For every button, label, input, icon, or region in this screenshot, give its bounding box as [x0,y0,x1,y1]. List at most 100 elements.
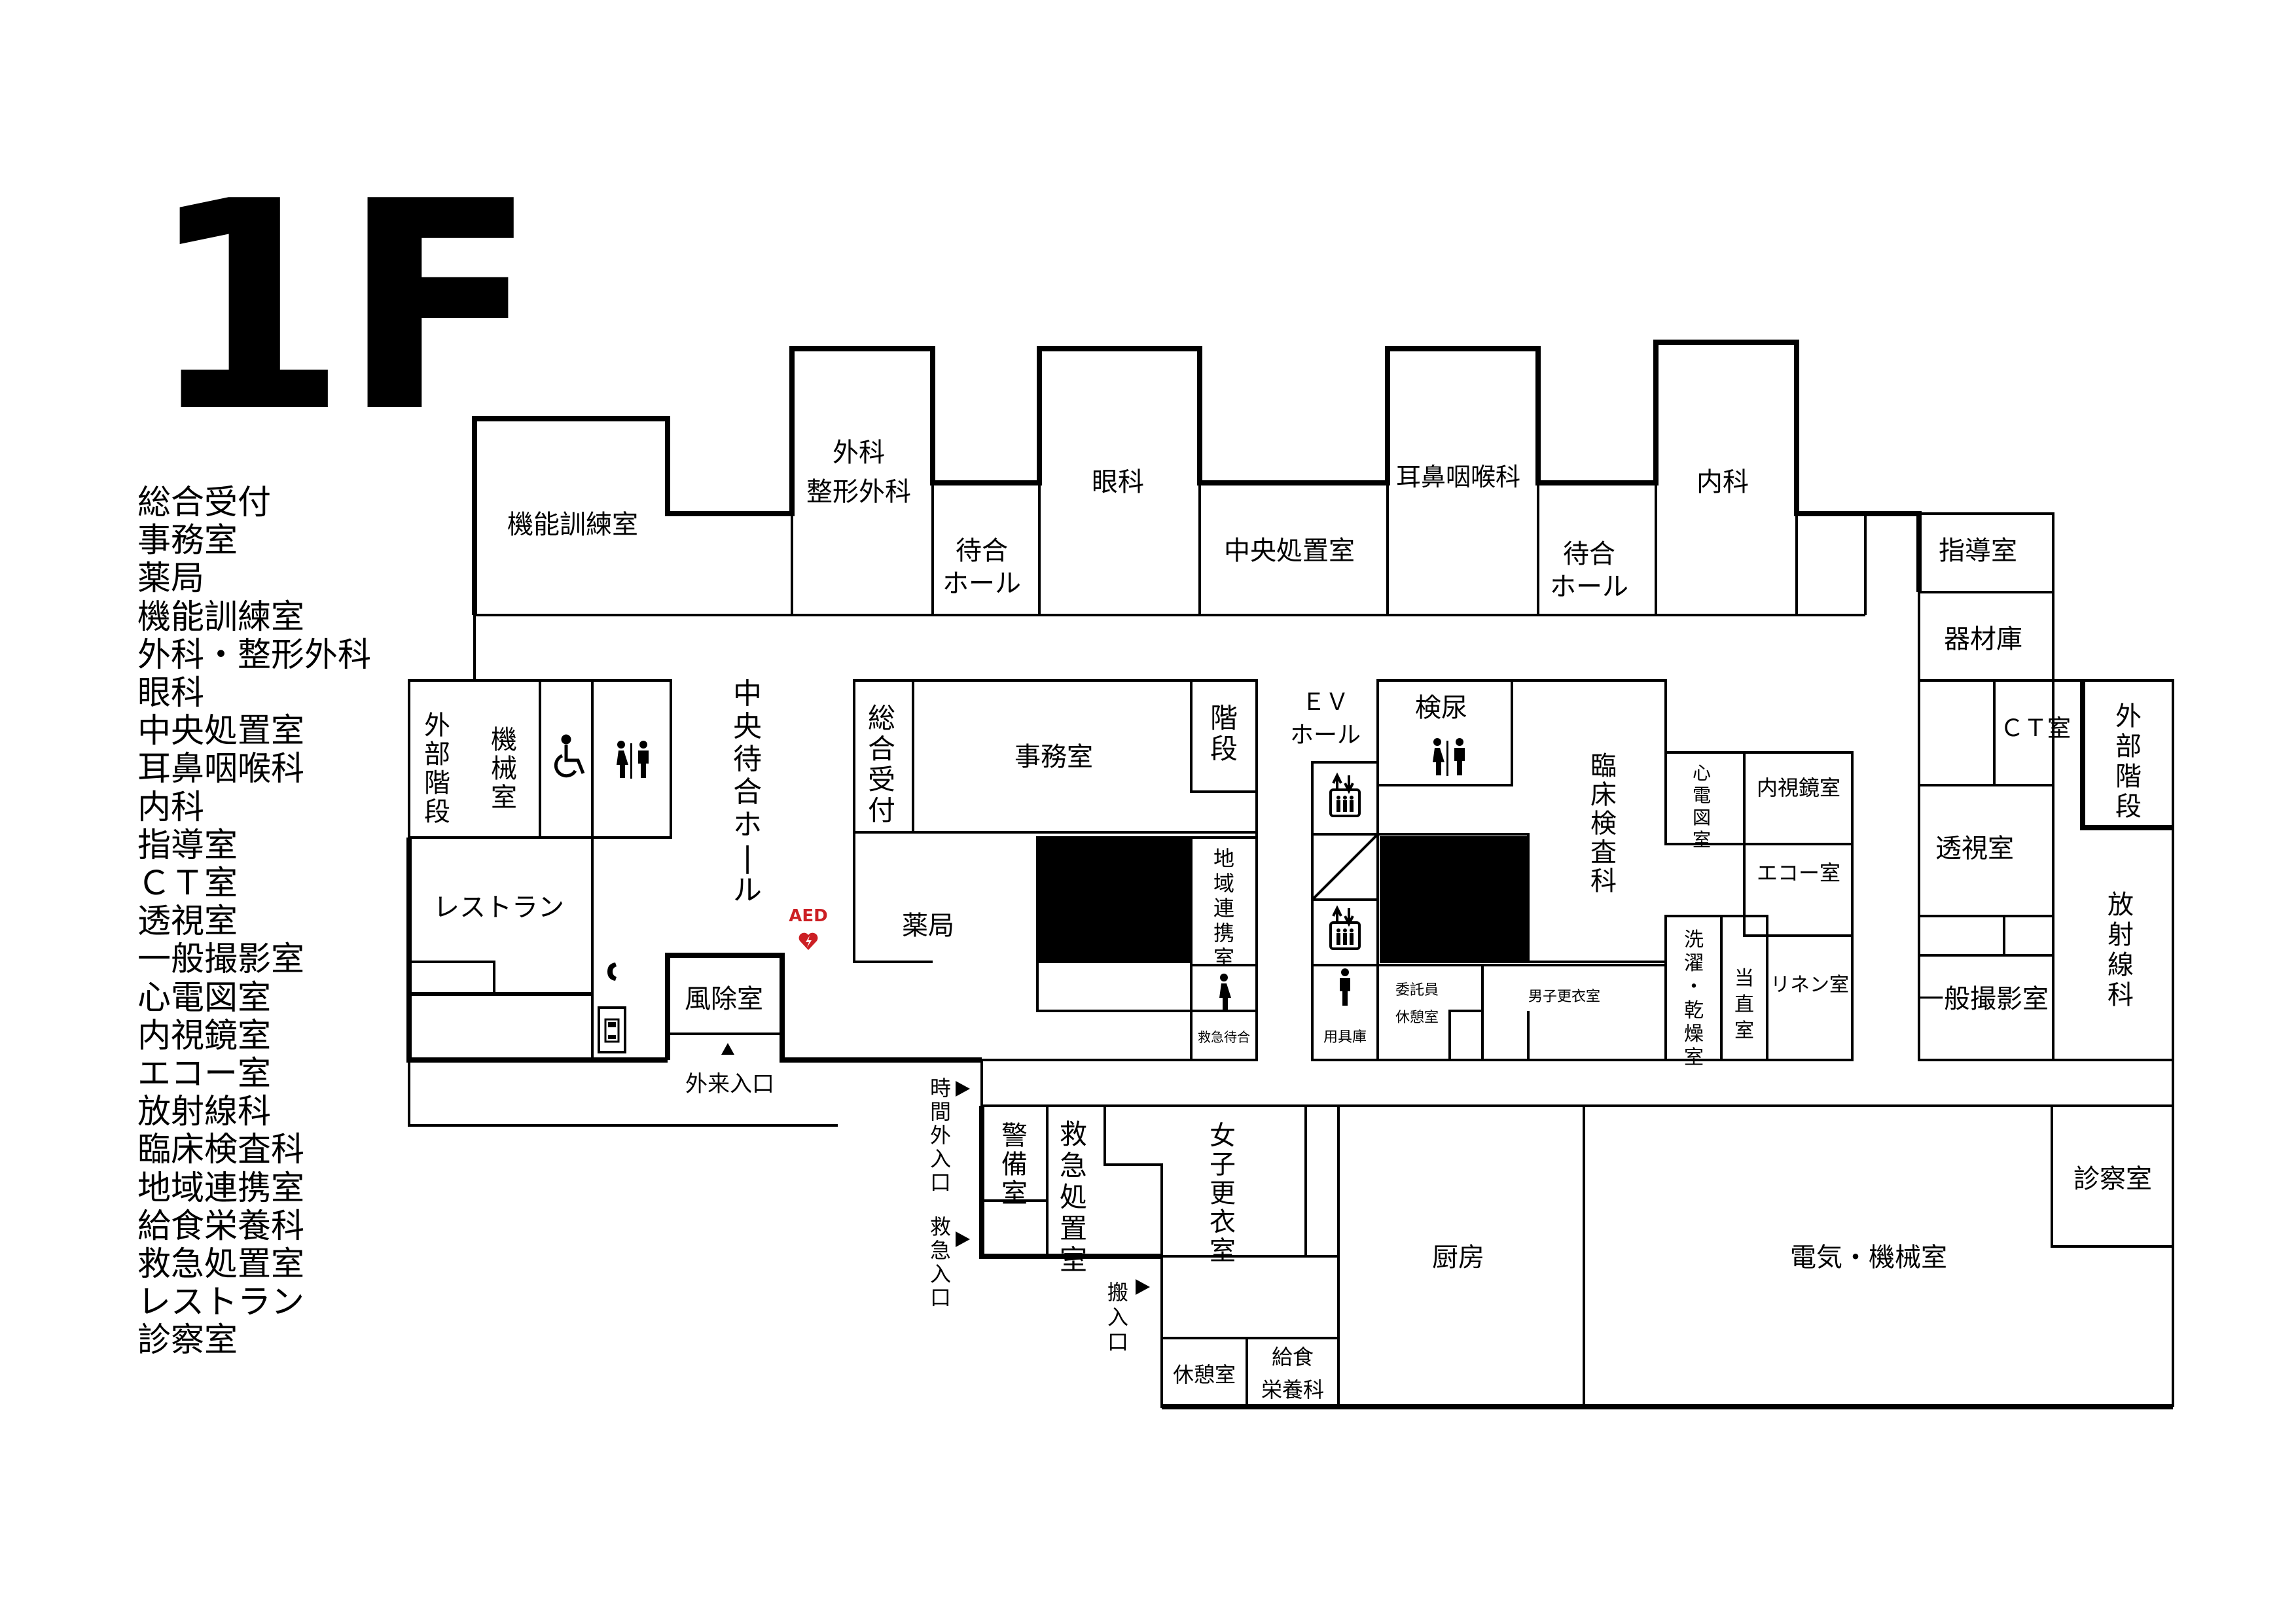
entrance-arrow-icon [956,1081,970,1097]
legend-item: 救急処置室 [137,1245,305,1284]
room-jibi: 耳鼻咽喉科 [1396,463,1520,491]
floor-title: 1F [147,140,538,475]
room-chuuou-shochi: 中央処置室 [1224,536,1355,566]
phone-icon [607,962,617,981]
room-itaku-1: 委託員 [1395,982,1439,998]
legend-item: 診察室 [137,1321,238,1360]
vertical-label-kyuukyuu-shochi: 救急処置室 [1060,1118,1087,1276]
vertical-label-sentaku: 洗濯・乾燥室 [1684,928,1704,1069]
room-kyuukei: 休憩室 [1173,1362,1236,1387]
room-ganka: 眼科 [1092,467,1144,497]
room-shinsatsu: 診察室 [2073,1164,2152,1194]
vertical-label-sougou: 総合受付 [868,702,895,826]
vertical-label-gaibu-l: 外部階段 [424,711,450,827]
room-kennyou: 検尿 [1415,693,1467,723]
room-jimu: 事務室 [1014,742,1093,772]
room-geka-2: 整形外科 [806,477,911,507]
room-machi-1b: ホール [942,569,1021,599]
elevator-icon [1329,772,1361,817]
elevator-icon [1329,905,1361,950]
restroom-icon [617,741,649,779]
legend-item: 眼科 [137,674,205,713]
room-fuujo: 風除室 [685,984,763,1014]
vertical-label-hannyuu: 搬入口 [1107,1280,1128,1354]
vertical-label-joshi: 女子更衣室 [1210,1121,1236,1266]
room-yakkyoku: 薬局 [902,911,954,941]
room-machi-1a: 待合 [956,536,1008,566]
legend-item: 外科・整形外科 [137,635,372,675]
entrance-arrow-icon [1136,1279,1150,1295]
vertical-label-gaibu-r: 外部階段 [2115,701,2142,822]
legend-item: 一般撮影室 [137,940,305,980]
room-ev-1: ＥＶ [1302,689,1349,716]
room-machi-2a: 待合 [1563,539,1615,569]
room-denki: 電気・機械室 [1790,1243,1947,1273]
aed-heart-icon [798,932,818,950]
legend-item: 放射線科 [137,1093,272,1132]
legend-item: 中央処置室 [137,712,305,751]
floor-walls [406,340,2174,1409]
room-kyuushoku-2: 栄養科 [1261,1377,1324,1402]
vertical-label-kikai-l: 機械室 [491,725,517,813]
room-naika: 内科 [1696,467,1749,497]
vertical-label-kyuukyuu-iri: 救急入口 [930,1214,951,1310]
wheelchair-icon [554,734,585,778]
legend-item: 内視鏡室 [137,1016,272,1055]
restroom-woman-icon [1219,974,1231,1011]
entrance-arrow-icon [956,1231,970,1247]
legend-item: 内科 [137,788,205,827]
map-icons [554,734,1465,1295]
restroom-icon [1433,738,1465,776]
room-naishi: 内視鏡室 [1757,775,1840,800]
vertical-label-chiiki: 地域連携室 [1213,846,1234,970]
vertical-label-shinden: 心電図室 [1693,762,1711,851]
legend-item: 耳鼻咽喉科 [137,750,305,789]
legend-item: 臨床検査科 [137,1131,305,1170]
legend-item: 指導室 [137,826,238,865]
vertical-label-housha: 放射線科 [2108,890,2134,1010]
room-linen: リネン室 [1770,974,1849,997]
legend-item: レストラン [137,1283,305,1322]
entrance-arrow-icon [721,1043,734,1055]
legend-item: 事務室 [137,521,238,561]
legend-item: ＣＴ室 [137,864,238,904]
room-labels: 機能訓練室 外科 整形外科 待合 ホール 眼科 中央処置室 耳鼻咽喉科 待合 ホ… [433,438,2152,1402]
legend-item: 地域連携室 [137,1169,305,1208]
room-ev-2: ホール [1290,722,1361,749]
room-danshi: 男子更衣室 [1528,989,1600,1005]
room-kyuushoku-1: 給食 [1272,1345,1314,1369]
legend-item: 総合受付 [137,484,272,522]
room-ct: ＣＴ室 [2000,715,2071,742]
room-kinou: 機能訓練室 [507,510,638,540]
room-kizai: 器材庫 [1944,624,2022,654]
vertical-label-rinshou: 臨床検査科 [1590,751,1617,896]
legend-item: エコー室 [137,1055,272,1094]
room-itaku-2: 休憩室 [1395,1010,1439,1026]
vertical-label-jikangai: 時間外入口 [930,1076,951,1195]
legend-item: 心電図室 [137,978,272,1017]
room-shidou: 指導室 [1939,536,2017,566]
room-gairai: 外来入口 [685,1071,774,1097]
room-kyuukyuu-machi: 救急待合 [1198,1029,1250,1045]
room-echo: エコー室 [1757,860,1840,885]
vending-machine-icon [604,1018,620,1043]
legend-item: 機能訓練室 [137,597,305,637]
restroom-man-icon [1340,968,1350,1006]
room-yougu: 用具庫 [1323,1029,1367,1046]
room-geka-1: 外科 [833,438,885,468]
vertical-label-keibi: 警備室 [1001,1121,1028,1209]
room-toushi: 透視室 [1935,834,2014,864]
room-chuubou: 厨房 [1432,1243,1484,1273]
room-restaurant: レストラン [433,892,564,923]
vertical-label-kaidan: 階段 [1210,702,1238,765]
vertical-label-chuuou-machi: 中央待合ホ|ル [733,677,762,907]
vertical-label-touchoku: 当直室 [1734,967,1754,1042]
room-aed: AED [789,906,827,926]
room-ippan: 一般撮影室 [1918,984,2049,1014]
legend-item: 透視室 [137,902,238,942]
legend-item: 給食栄養科 [137,1207,305,1246]
legend-item: 薬局 [137,559,205,599]
